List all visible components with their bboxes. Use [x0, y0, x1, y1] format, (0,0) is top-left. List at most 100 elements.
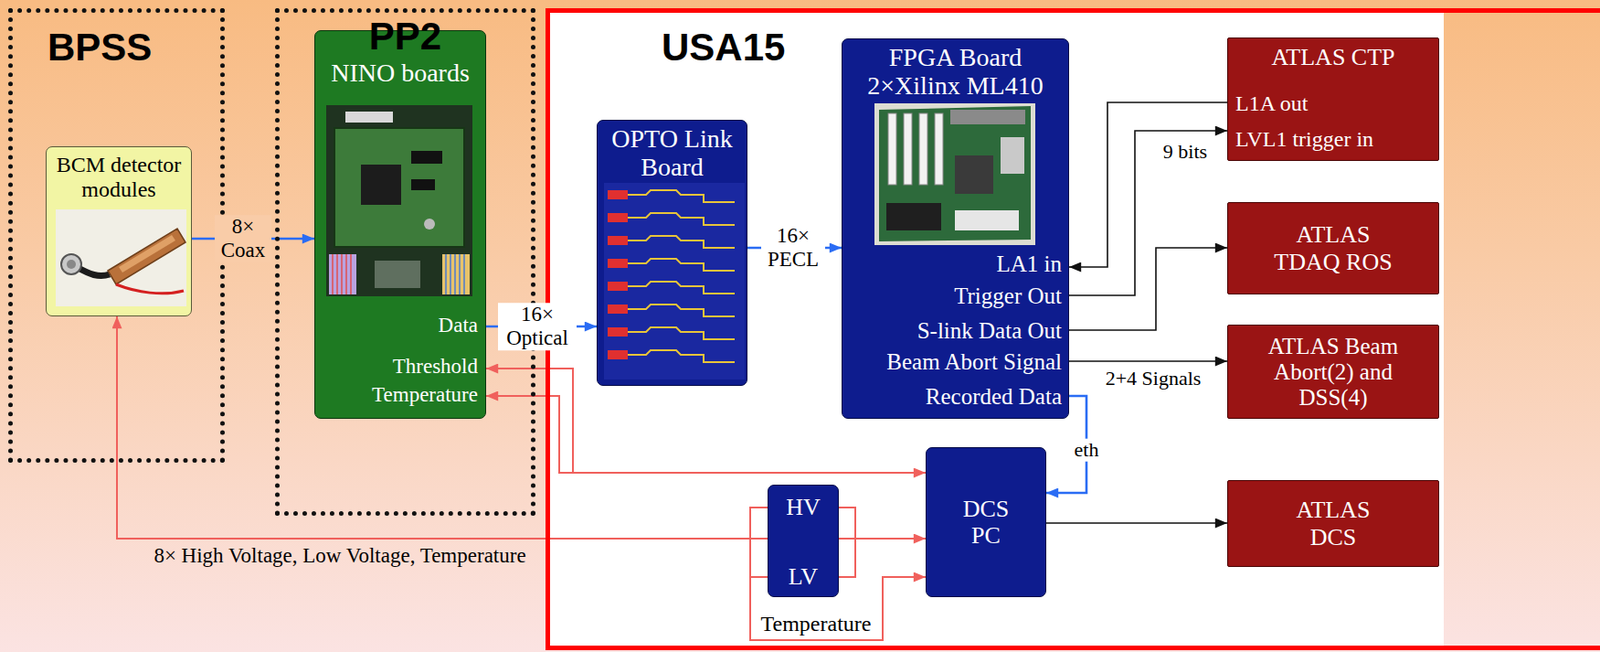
- box-title: DCS PC: [949, 495, 1023, 549]
- edge-label-slot: 16× Optical: [498, 302, 577, 350]
- computer-box: DCS PC: [925, 446, 1047, 597]
- port-label: Beam Abort Signal: [886, 349, 1062, 375]
- edge-label-slot: Temperature: [758, 611, 875, 636]
- text-slot: BCM detector modules: [46, 152, 191, 202]
- edge-label-slot: 2+4 Signals: [1102, 367, 1205, 391]
- connector: [486, 395, 926, 473]
- connector: [750, 576, 926, 640]
- connector: [486, 325, 597, 329]
- box-title: OPTO Link Board: [603, 124, 742, 182]
- text-slot: BPSS: [47, 25, 152, 69]
- usa15-ground: [550, 12, 1444, 646]
- system-box: ATLAS DCS: [1227, 479, 1440, 567]
- text-slot: DCS PC: [926, 447, 1046, 596]
- text-slot: FPGA Board 2×Xilinx ML410: [842, 42, 1069, 101]
- box-title: HV: [785, 493, 821, 520]
- edge-label-slot: eth: [1071, 438, 1102, 462]
- text-slot: ATLAS DCS: [1228, 480, 1439, 566]
- pci-slot: [934, 113, 944, 185]
- text-slot: PP2: [279, 14, 531, 58]
- text-slot: ATLAS Beam Abort(2) and DSS(4): [1228, 325, 1439, 418]
- chip: [411, 150, 443, 164]
- port-label: Temperature: [371, 382, 478, 407]
- connector: [486, 368, 926, 473]
- port-label: Trigger Out: [953, 283, 1062, 309]
- connector-label: Temperature: [758, 611, 875, 636]
- text-slot: OPTO Link Board: [597, 124, 747, 182]
- port-label: L1A out: [1235, 91, 1308, 117]
- text-slot: Data: [438, 313, 478, 338]
- box-title: BCM detector modules: [50, 152, 188, 202]
- connector-label: 8× Coax: [214, 214, 272, 263]
- pci-slot: [888, 113, 897, 185]
- module-highlight: [118, 234, 176, 273]
- box-title: BPSS: [47, 25, 152, 69]
- edge-label-slot: 8× High Voltage, Low Voltage, Temperatur…: [150, 543, 529, 568]
- fpga-chip: [954, 155, 994, 194]
- system-box: ATLAS Beam Abort(2) and DSS(4): [1227, 324, 1440, 419]
- text-slot: S-link Data Out: [917, 317, 1062, 344]
- text-slot: Threshold: [392, 354, 478, 379]
- box-title: ATLAS CTP: [1271, 43, 1395, 71]
- circuit-traces: [627, 190, 735, 362]
- text-slot: Beam Abort Signal: [886, 349, 1062, 375]
- edge-label-slot: 9 bits: [1160, 140, 1210, 164]
- pcb: [879, 105, 1031, 242]
- port-label: Threshold: [392, 354, 478, 379]
- connector: [1069, 130, 1228, 296]
- nino-board-photo: [326, 105, 473, 297]
- connector-label: 2+4 Signals: [1102, 367, 1205, 391]
- pcb: [334, 127, 465, 247]
- supply-box: HV LV: [767, 484, 839, 597]
- port-label: LVL1 trigger in: [1235, 127, 1374, 152]
- bcm-module-photo: [55, 209, 187, 307]
- connector-row: [950, 109, 1026, 125]
- connector-label: eth: [1071, 438, 1102, 462]
- connector-label: 9 bits: [1160, 140, 1210, 164]
- box-title: USA15: [661, 25, 785, 69]
- connector-group: [116, 102, 1228, 640]
- text-slot: HV: [768, 493, 838, 520]
- schematic-ground: [603, 182, 745, 380]
- red-wire: [116, 284, 184, 294]
- text-slot: NINO boards: [315, 58, 486, 87]
- text-slot: Recorded Data: [925, 383, 1062, 410]
- ribbon-stripes: [332, 254, 351, 295]
- port-label: LA1 in: [996, 251, 1062, 277]
- photo-ground: [55, 209, 187, 307]
- connector: [191, 237, 315, 241]
- opto-schematic: [603, 182, 745, 380]
- connector-label: 16× PECL: [761, 223, 826, 272]
- port-label: LV: [788, 562, 818, 590]
- connector: [747, 246, 842, 250]
- text-slot: L1A out: [1235, 91, 1308, 117]
- fpga-board-photo: [874, 103, 1036, 245]
- box-title: NINO boards: [330, 58, 470, 87]
- chip: [360, 164, 402, 205]
- connector: [1046, 521, 1228, 524]
- pci-slot: [903, 113, 912, 185]
- text-slot: LA1 in: [996, 251, 1062, 277]
- copper-module: [107, 228, 186, 285]
- cable: [76, 266, 110, 276]
- chip: [411, 179, 435, 191]
- box-title: PP2: [369, 14, 442, 58]
- sticker: [345, 111, 393, 123]
- box-title: FPGA Board 2×Xilinx ML410: [850, 42, 1061, 101]
- port-label: S-link Data Out: [917, 317, 1062, 344]
- text-slot: LV: [768, 562, 838, 590]
- box-title: ATLAS TDAQ ROS: [1264, 221, 1402, 275]
- text-slot: ATLAS CTP: [1228, 43, 1439, 71]
- connector: [1000, 137, 1025, 174]
- text-slot: USA15: [661, 25, 785, 69]
- connector-label: 16× Optical: [498, 302, 577, 350]
- edge-label-slot: 16× PECL: [761, 223, 826, 272]
- system-box: ATLAS TDAQ ROS: [1227, 201, 1440, 295]
- system-box: ATLAS CTP L1A outLVL1 trigger in: [1227, 37, 1440, 161]
- connector: [61, 254, 82, 275]
